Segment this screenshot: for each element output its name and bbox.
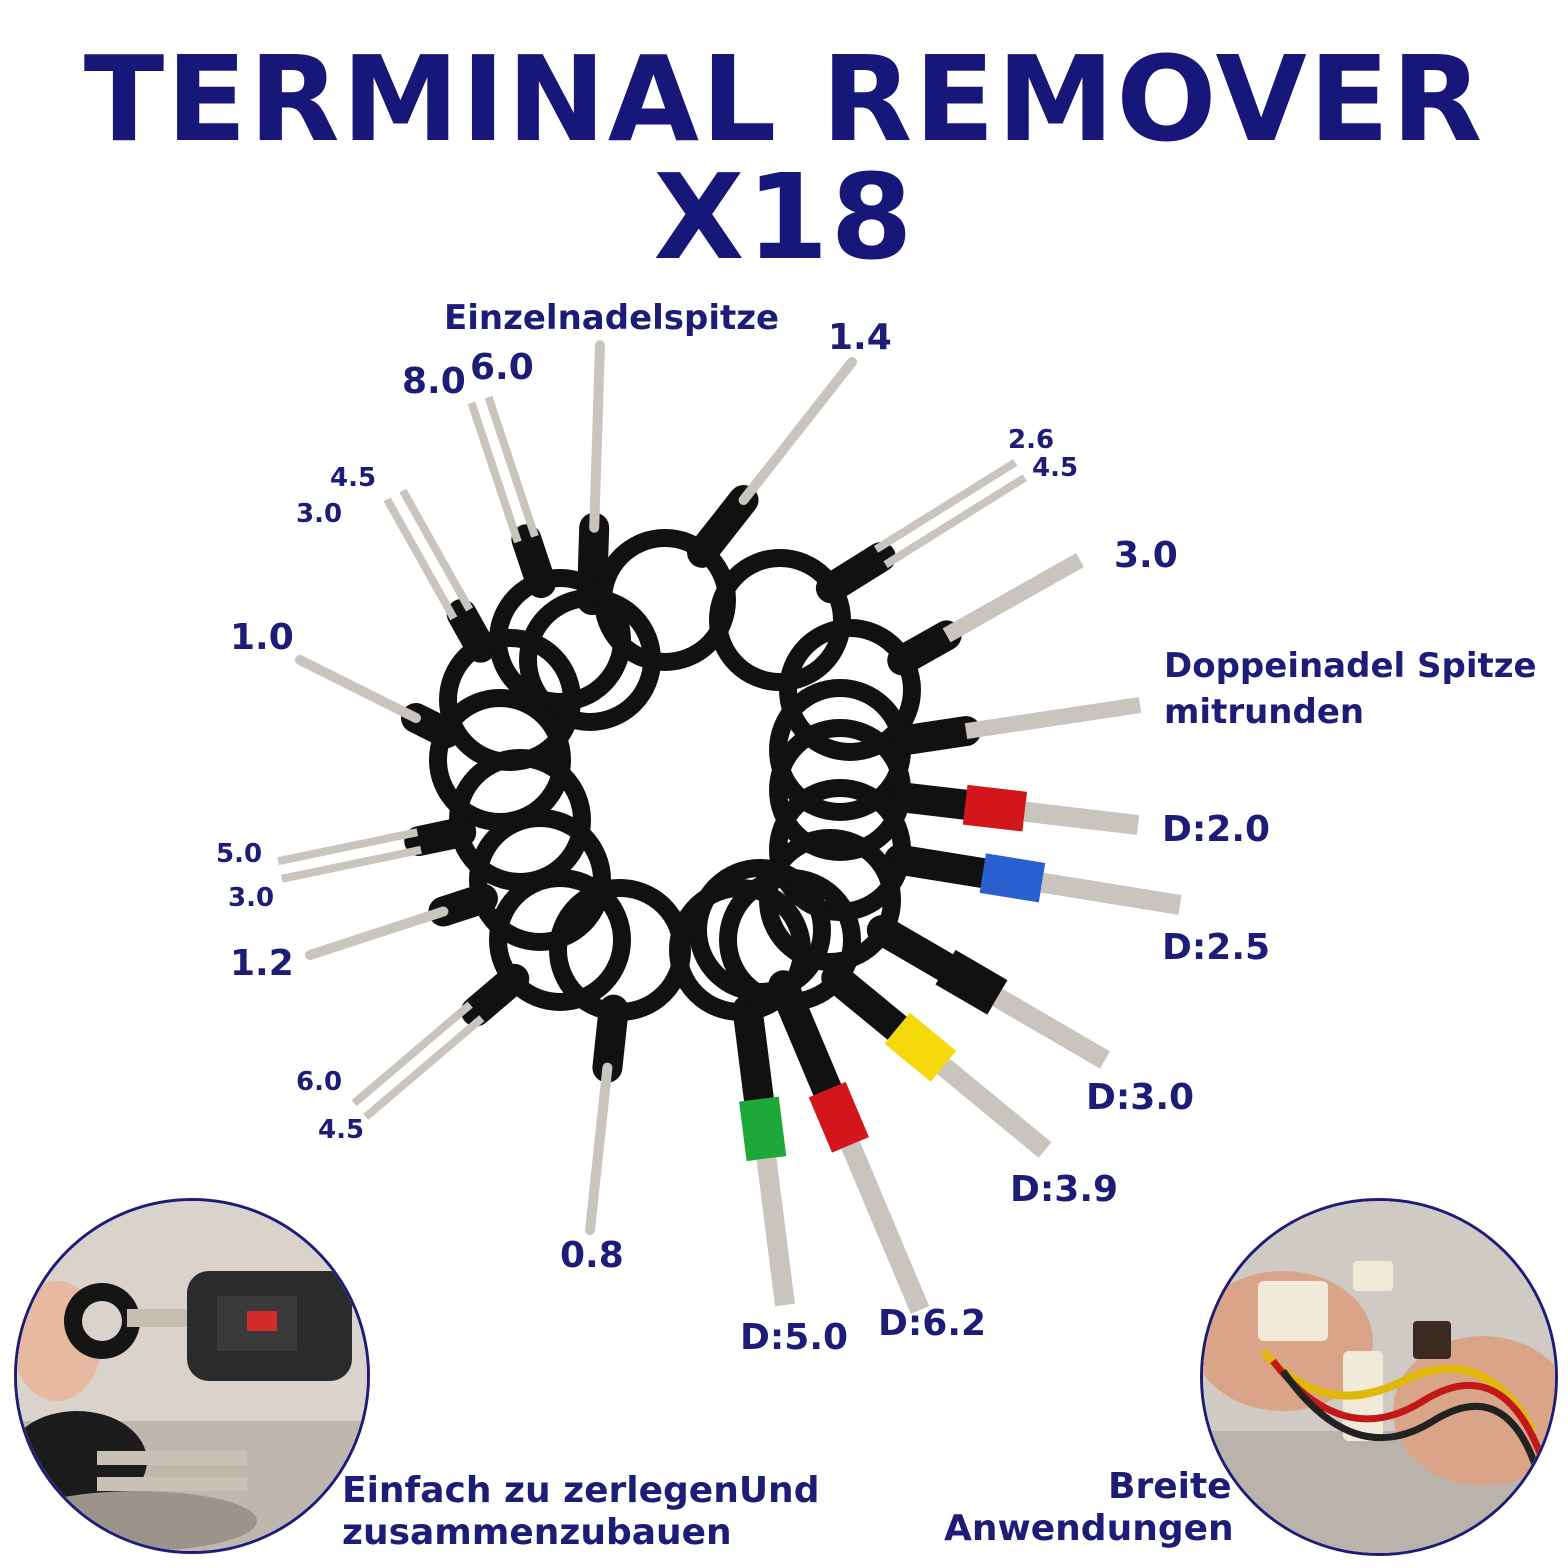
tool-ring (669, 879, 811, 1021)
tool-ring (709, 549, 851, 691)
caption-left-line1: Einfach zu zerlegenUnd (342, 1470, 820, 1511)
inset-photo-right (1200, 1198, 1558, 1556)
tool-ring (489, 869, 631, 1011)
page-title: TERMINAL REMOVER X18 (83, 30, 1485, 286)
label-1-4: 1.4 (828, 317, 892, 358)
tool-11 (769, 779, 1182, 921)
inset-photo-left (14, 1198, 370, 1554)
caption-right-line2: Anwendungen (944, 1508, 1234, 1549)
label-6-0-bottom: 6.0 (296, 1067, 343, 1097)
label-d-5-0: D:5.0 (740, 1317, 849, 1358)
tool-ring (779, 619, 921, 761)
label-4-5-right: 4.5 (1032, 453, 1079, 483)
caption-right-line1: Breite (1108, 1466, 1232, 1507)
label-1-0: 1.0 (230, 617, 294, 658)
tool-sleeve (808, 1081, 869, 1153)
label-d-2-0: D:2.0 (1162, 809, 1271, 850)
tool-sleeve (935, 949, 1008, 1015)
tool-handle (884, 716, 981, 757)
tool-tip (883, 474, 1027, 569)
tool-tip (937, 1058, 1052, 1158)
label-6-0-top: 6.0 (470, 347, 534, 388)
tool-handle (884, 844, 998, 889)
label-d-2-5: D:2.5 (1162, 927, 1271, 968)
tool-handle (732, 994, 774, 1115)
tool-tip (942, 553, 1084, 643)
tool-handle (687, 485, 759, 568)
tool-6 (779, 553, 1084, 761)
tool-tip (277, 828, 419, 866)
tool-tip (295, 655, 421, 723)
tool-17 (669, 879, 811, 1307)
label-4-5-bottom: 4.5 (318, 1115, 365, 1145)
label-d-6-2: D:6.2 (878, 1303, 987, 1344)
tool-1 (519, 340, 661, 731)
tool-4 (709, 458, 1027, 691)
tool-tip (281, 845, 422, 883)
label-5-0: 5.0 (216, 839, 263, 869)
label-2-6: 2.6 (1008, 425, 1055, 455)
tool-tip (467, 401, 522, 544)
tool-12 (305, 809, 611, 960)
hands-holding-wires-icon (1203, 1201, 1555, 1553)
tool-ring (769, 679, 911, 821)
label-d-3-9: D:3.9 (1010, 1169, 1119, 1210)
label-8-0: 8.0 (402, 361, 466, 402)
tool-ring (689, 859, 831, 1001)
tool-tip (756, 1157, 795, 1307)
tool-inserting-connector-icon (17, 1201, 367, 1551)
label-d-3-0: D:3.0 (1086, 1077, 1195, 1118)
tool-handle (768, 970, 843, 1105)
tool-14 (351, 869, 631, 1120)
tool-tip (1040, 872, 1182, 915)
tool-tip (1023, 801, 1140, 835)
tool-8 (769, 679, 1142, 821)
label-doppelnadel-line2: mitrunden (1164, 692, 1365, 732)
tool-tip (873, 458, 1018, 553)
tool-16 (549, 879, 691, 1235)
tool-13 (759, 829, 1111, 1069)
tool-tip (305, 906, 449, 960)
tool-18 (689, 859, 930, 1314)
label-4-5-left: 4.5 (330, 463, 377, 493)
tool-10 (277, 749, 591, 891)
label-0-8: 0.8 (560, 1235, 624, 1276)
caption-left-line2: zusammenzubauen (342, 1512, 732, 1553)
tool-ring (769, 719, 911, 861)
tool-handle (866, 915, 961, 983)
tool-tip (363, 1015, 485, 1120)
label-3-0-left: 3.0 (296, 499, 343, 529)
tool-tip (484, 395, 539, 538)
tool-sleeve (979, 853, 1046, 903)
tool-tip (399, 488, 474, 612)
label-1-2: 1.2 (230, 943, 294, 984)
label-doppelnadel-line1: Doppeinadel Spitze (1164, 646, 1537, 686)
tool-handle (821, 963, 913, 1044)
tool-ring (469, 809, 611, 951)
label-einzelnadelspitze: Einzelnadelspitze (444, 298, 780, 338)
tool-tip (841, 1141, 930, 1314)
label-3-0-mid: 3.0 (228, 883, 275, 913)
tool-tip (964, 697, 1142, 740)
tool-sleeve (962, 784, 1028, 832)
tool-tip (589, 340, 605, 533)
tool-3 (467, 395, 631, 711)
tool-9 (769, 719, 1140, 861)
tool-tip (383, 497, 458, 621)
tool-sleeve (884, 1012, 957, 1082)
tool-tip (992, 988, 1111, 1069)
tool-tip (585, 1062, 613, 1235)
label-3-0-right: 3.0 (1114, 535, 1178, 576)
tool-tip (738, 357, 857, 506)
tool-handle (884, 781, 981, 820)
tool-tip (351, 1001, 473, 1107)
tool-sleeve (739, 1096, 787, 1162)
